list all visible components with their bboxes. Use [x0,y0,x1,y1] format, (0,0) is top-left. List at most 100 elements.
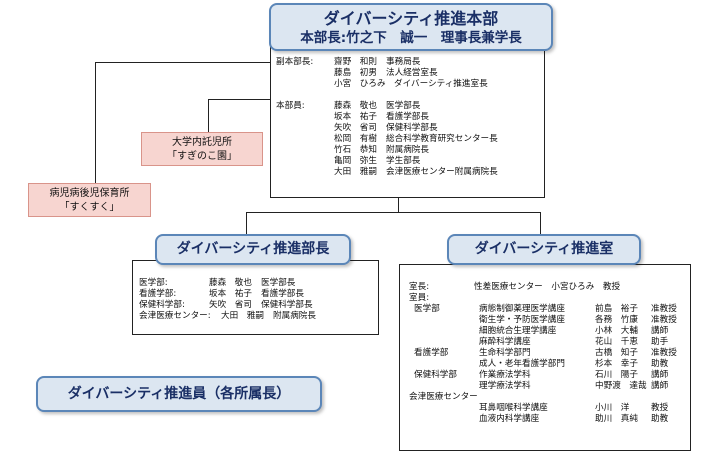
member-row-5: 竹石 恭知 附属病院長 [276,145,544,156]
office-member-name: 前島 裕子 [595,304,638,314]
vice-label: 副本部長: [276,57,314,67]
office-member-name: 石川 陽子 [595,370,638,380]
connector-left-vertical [95,62,96,183]
office-member-title: 准教授 [651,304,677,314]
office-member-title: 助教 [651,414,669,424]
connector-branch-horizontal [246,212,541,213]
connector-left-horizontal [95,62,270,63]
nursery-line-1: 大学内託児所 [172,137,232,148]
office-dept: 医学部 [414,304,440,314]
connector-mid-vertical [208,99,209,132]
connector-mid-horizontal [208,99,270,100]
office-member-name: 各務 竹康 [595,315,638,325]
office-dept [409,359,479,370]
member-name-7: 大田 雅嗣 [334,167,377,177]
office-member-title: 講師 [651,370,669,380]
member-role-1: 医学部長 [386,101,421,111]
member-row-2: 坂本 祐子 看護学部長 [276,112,544,123]
member-role-4: 総合科学教育研究センター長 [386,134,498,144]
vice-row-2: 藤島 初男 法人経営室長 [276,68,544,79]
member-role-6: 学生部長 [386,156,421,166]
office-unit: 麻酔科学講座 [479,337,531,347]
office-unit: 成人・老年看護学部門 [479,359,565,369]
office-staff-row: 保健科学部 作業療法学科 石川 陽子 講師 [409,370,690,381]
office-staff-row: 室員: [409,293,690,304]
promo-head-dept-4: 会津医療センター: [139,311,211,321]
vice-role-1: 事務局長 [386,57,421,67]
headquarters-title: ダイバーシティ推進本部 [323,9,499,28]
promo-head-row-1: 医学部: 藤森 敬也 医学部長 [139,278,378,289]
office-staff-row: 血液内科学講座 助川 真純 助教 [409,414,690,425]
vice-row-1: 副本部長: 齋野 和則 事務局長 [276,57,544,68]
office-staff-row: 看護学部生命科学部門古橋 知子准教授 [409,348,690,359]
office-staff-row: 細胞統合生理学講座小林 大輔講師 [409,326,690,337]
office-member-title: 講師 [651,326,669,336]
member-name-5: 竹石 恭知 [334,145,377,155]
office-dept: 保健科学部 [414,370,457,380]
member-name-2: 坂本 祐子 [334,112,377,122]
promo-office-title: ダイバーシティ推進室 [474,241,614,257]
member-row-1: 本部員: 藤森 敬也 医学部長 [276,101,544,112]
office-member-title: 准教授 [651,315,677,325]
office-dept [409,326,479,337]
office-dept [409,414,479,425]
promo-head-title: ダイバーシティ推進部長 [176,241,330,257]
office-dept [409,337,479,348]
office-member-title: 教授 [651,403,669,413]
promo-head-title-box: ダイバーシティ推進部長 [155,234,351,265]
hq-members-box: 副本部長: 齋野 和則 事務局長 藤島 初男 法人経営室長 小宮 ひろみ ダイバ… [270,45,545,198]
office-unit: 耳鼻咽喉科学講座 [479,403,548,413]
promo-head-row-4: 会津医療センター: 大田 雅嗣 附属病院長 [139,311,378,322]
member-row-7: 大田 雅嗣 会津医療センター附属病院長 [276,167,544,178]
promo-members-title-box: ダイバーシティ推進員（各所属長） [36,376,322,412]
office-member-title: 講師 [651,381,669,391]
office-unit: 理学療法学科 [479,381,531,391]
office-unit: 細胞統合生理学講座 [479,326,557,336]
office-dept: 会津医療センター [409,392,478,402]
office-dept [409,381,479,392]
office-dept [409,315,479,326]
office-unit: 病態制御薬理医学講座 [479,304,565,314]
office-staff-row: 医学部 病態制御薬理医学講座 前島 裕子 准教授 [409,304,690,315]
promo-head-name-1: 藤森 敬也 [209,278,252,288]
vice-name-3: 小宮 ひろみ [334,79,386,89]
connector-branch-left [246,212,247,234]
office-member-name: 小川 洋 [595,403,630,413]
office-groups: 医学部病態制御薬理医学講座前島 裕子准教授衛生学・予防医学講座各務 竹康准教授細… [409,304,690,425]
office-unit: 衛生学・予防医学講座 [479,315,565,325]
member-name-1: 藤森 敬也 [334,101,377,111]
promo-head-role-4: 附属病院長 [273,311,316,321]
promo-head-name-3: 矢吹 省司 [209,300,252,310]
member-role-5: 附属病院長 [386,145,429,155]
promo-head-dept-3: 保健科学部: [139,300,185,310]
member-role-2: 看護学部長 [386,112,429,122]
headquarters-chief: 本部長:竹之下 誠一 理事長兼学長 [300,30,522,46]
office-staff-label: 室員: [409,293,430,303]
office-member-title: 准教授 [651,348,677,358]
office-member-name: 助川 真純 [595,414,638,424]
promo-head-role-2: 看護学部長 [261,289,304,299]
vice-role-2: 法人経営室長 [386,68,438,78]
office-unit: 生命科学部門 [479,348,531,358]
vice-row-3: 小宮 ひろみ ダイバーシティ推進室長 [276,79,544,90]
office-member-title: 助教 [651,359,669,369]
office-member-name: 花山 千恵 [595,337,638,347]
promo-head-row-3: 保健科学部: 矢吹 省司 保健科学部長 [139,300,378,311]
promo-office-box: 室長: 性差医療センター 小宮ひろみ 教授 室員: 医学部 病態制御薬理医学講座 前… [399,264,691,451]
office-unit: 作業療法学科 [479,370,531,380]
member-name-6: 亀岡 弥生 [334,156,377,166]
sick-child-box: 病児病後児保育所 「すくすく」 [28,183,151,217]
promo-head-role-3: 保健科学部長 [261,300,313,310]
vice-name-1: 齋野 和則 [334,57,377,67]
promo-head-dept-2: 看護学部: [139,289,177,299]
sick-child-line-1: 病児病後児保育所 [49,188,130,199]
office-chief-row: 室長: 性差医療センター 小宮ひろみ 教授 [409,282,690,293]
member-row-4: 松岡 有樹 総合科学教育研究センター長 [276,134,544,145]
promo-head-row-2: 看護学部: 坂本 祐子 看護学部長 [139,289,378,300]
promo-office-title-box: ダイバーシティ推進室 [447,234,641,265]
office-staff-row: 成人・老年看護学部門 杉本 幸子 助教 [409,359,690,370]
office-unit: 血液内科学講座 [479,414,540,424]
office-member-name: 古橋 知子 [595,348,638,358]
office-member-name: 杉本 幸子 [595,359,638,369]
member-row-6: 亀岡 弥生 学生部長 [276,156,544,167]
